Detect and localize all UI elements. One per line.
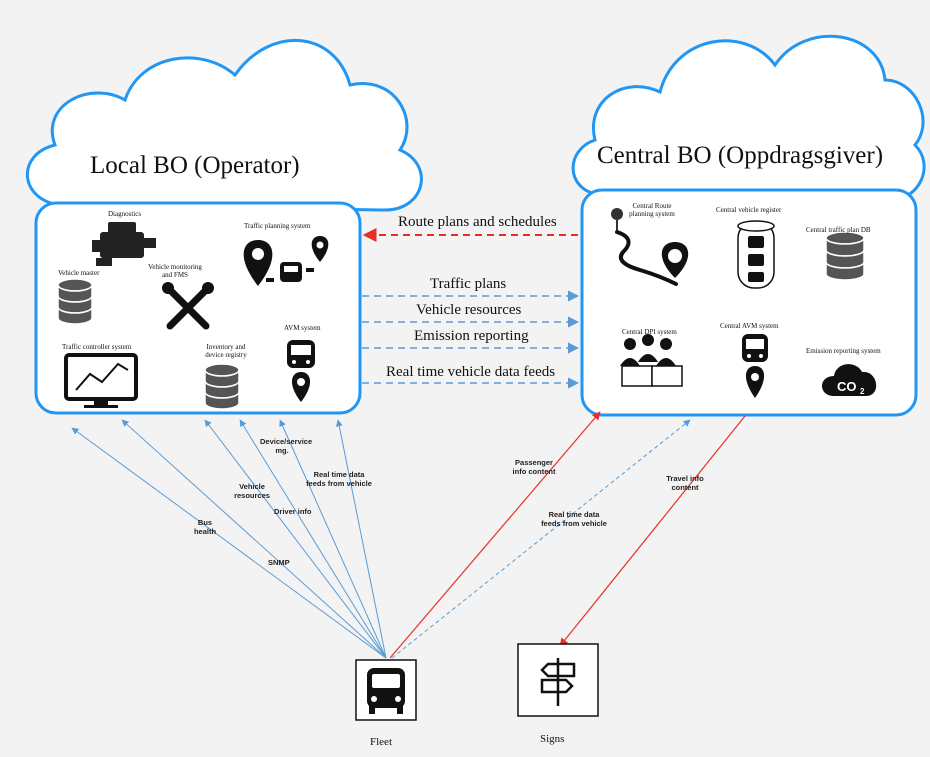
link-label-travel-info: Travel info content xyxy=(666,474,704,492)
component-label-vehicle-master: Vehicle master xyxy=(58,269,100,277)
fleet-node[interactable] xyxy=(355,659,417,721)
inventory-database-icon xyxy=(204,363,240,410)
component-label-central-vehicle-register: Central vehicle register xyxy=(716,206,782,214)
local-cloud xyxy=(26,39,423,212)
link-label-driver-info: Driver info xyxy=(274,507,312,516)
flow-label-realtime-feeds: Real time vehicle data feeds xyxy=(386,364,556,380)
monitor-chart-icon xyxy=(64,353,138,408)
link-label-bus-health: Bus health xyxy=(193,518,217,536)
flow-label-route-plans: Route plans and schedules xyxy=(398,214,557,230)
central-bo-title: Central BO (Oppdragsgiver) xyxy=(597,142,884,169)
flow-label-emission-reporting: Emission reporting xyxy=(414,328,529,344)
component-label-inventory: Inventory and device registry xyxy=(205,343,247,359)
co2-cloud-icon: CO 2 xyxy=(822,364,877,396)
tools-icon xyxy=(162,282,214,330)
passenger-info-arrow xyxy=(389,411,601,659)
link-label-passenger-info: Passenger info content xyxy=(512,458,556,476)
vehicle-register-icon xyxy=(737,220,775,289)
component-label-avm: AVM system xyxy=(284,324,321,332)
engine-icon xyxy=(92,222,156,266)
svg-text:CO: CO xyxy=(837,379,857,394)
link-label-device-service: Device/service mg. xyxy=(260,437,313,455)
component-label-traffic-planning: Traffic planning system xyxy=(244,222,311,230)
map-pin-bus-icon xyxy=(243,236,329,286)
svg-text:2: 2 xyxy=(860,387,865,396)
people-screen-icon xyxy=(620,334,683,387)
component-label-vehicle-monitoring: Vehicle monitoring and FMS xyxy=(148,263,202,279)
travel-info-arrow xyxy=(559,415,746,647)
central-db-icon xyxy=(825,231,865,281)
bus-pin-icon xyxy=(287,340,315,402)
database-icon xyxy=(57,278,93,325)
signs-label: Signs xyxy=(540,733,565,745)
component-label-central-route: Central Route planning system xyxy=(629,202,675,218)
bus-icon xyxy=(367,668,405,714)
component-label-diagnostics: Diagnostics xyxy=(108,210,142,218)
flow-label-traffic-plans: Traffic plans xyxy=(430,276,507,292)
signs-node[interactable] xyxy=(517,643,599,717)
central-cloud xyxy=(571,34,926,202)
route-icon xyxy=(611,208,689,286)
link-label-rt-feeds-central: Real time data feeds from vehicle xyxy=(541,510,607,528)
flow-label-vehicle-resources: Vehicle resources xyxy=(416,302,522,318)
signpost-icon xyxy=(540,658,576,706)
central-avm-icon xyxy=(742,334,768,398)
link-label-rt-feeds-local: Real time data feeds from vehicle xyxy=(306,470,372,488)
component-label-central-avm: Central AVM system xyxy=(720,322,779,330)
link-label-snmp: SNMP xyxy=(268,558,290,567)
component-label-central-traffic-db: Central traffic plan DB xyxy=(806,226,871,234)
component-label-traffic-controller: Traffic controller system xyxy=(62,343,132,351)
local-bo-title: Local BO (Operator) xyxy=(90,152,300,179)
component-label-emission-reporting: Emission reporting system xyxy=(806,347,881,355)
fleet-label: Fleet xyxy=(370,736,392,748)
fleet-links xyxy=(71,419,691,659)
link-label-vehicle-resources: Vehicle resources xyxy=(234,482,270,500)
component-label-central-dpi: Central DPI system xyxy=(622,328,677,336)
